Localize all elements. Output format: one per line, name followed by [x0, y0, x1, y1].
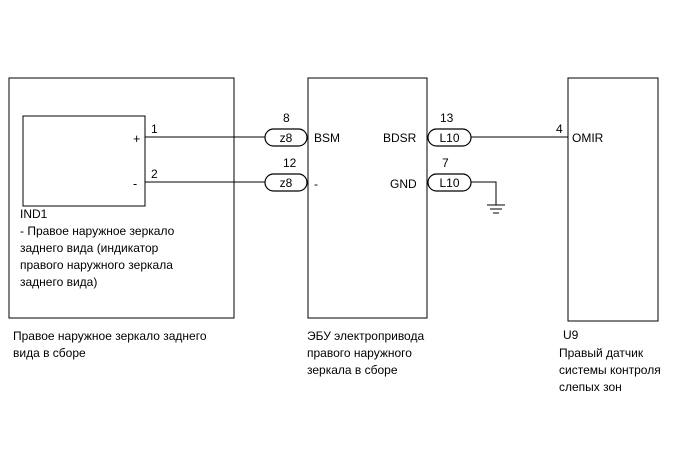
connector-z8-bottom-label: z8: [280, 176, 293, 190]
ecu-pin-12: 12: [283, 156, 297, 170]
sensor-pin-4: 4: [556, 122, 563, 136]
connector-z8-bottom: z8: [264, 173, 308, 192]
sensor-caption-line-2: системы контроля: [559, 363, 661, 377]
indicator-desc-line-2: заднего вида (индикатор: [20, 241, 159, 255]
connector-l10-bottom: L10: [427, 173, 472, 192]
sensor-code: U9: [563, 328, 579, 342]
indicator-desc-line-4: заднего вида): [20, 275, 97, 289]
ecu-terminal-gnd: GND: [390, 177, 417, 191]
connector-z8-top-label: z8: [280, 131, 293, 145]
ecu-terminal-minus: -: [314, 177, 318, 191]
sensor-caption-line-1: Правый датчик: [559, 346, 644, 360]
ground-icon: [487, 204, 505, 214]
mirror-pin-1: 1: [151, 122, 158, 136]
sensor-caption-line-3: слепых зон: [559, 380, 622, 394]
ecu-pin-13: 13: [440, 111, 454, 125]
mirror-caption-line-2: вида в сборе: [13, 346, 86, 360]
ecu-caption-line-2: правого наружного: [307, 346, 412, 360]
indicator-code: IND1: [20, 207, 48, 221]
ecu-pin-7: 7: [442, 156, 449, 170]
mirror-assembly-box: [8, 77, 235, 319]
indicator-box: [22, 115, 146, 207]
sensor-terminal-omir: OMIR: [572, 131, 604, 145]
ecu-caption-line-3: зеркала в сборе: [307, 363, 398, 377]
sensor-box: [567, 77, 659, 322]
connector-z8-top: z8: [264, 128, 308, 147]
connector-l10-bottom-label: L10: [439, 176, 459, 190]
ecu-terminal-bsm: BSM: [314, 131, 340, 145]
ecu-box: [307, 77, 428, 319]
indicator-minus-sign: -: [133, 177, 137, 191]
indicator-plus-sign: +: [133, 132, 140, 146]
mirror-pin-2: 2: [151, 167, 158, 181]
indicator-desc-line-1: - Правое наружное зеркало: [20, 224, 175, 238]
connector-l10-top: L10: [427, 128, 472, 147]
ecu-caption-line-1: ЭБУ электропривода: [307, 329, 424, 343]
mirror-caption-line-1: Правое наружное зеркало заднего: [13, 329, 207, 343]
ecu-terminal-bdsr: BDSR: [383, 131, 417, 145]
connector-l10-top-label: L10: [439, 131, 459, 145]
ecu-pin-8: 8: [283, 111, 290, 125]
indicator-desc-line-3: правого наружного зеркала: [20, 258, 173, 272]
